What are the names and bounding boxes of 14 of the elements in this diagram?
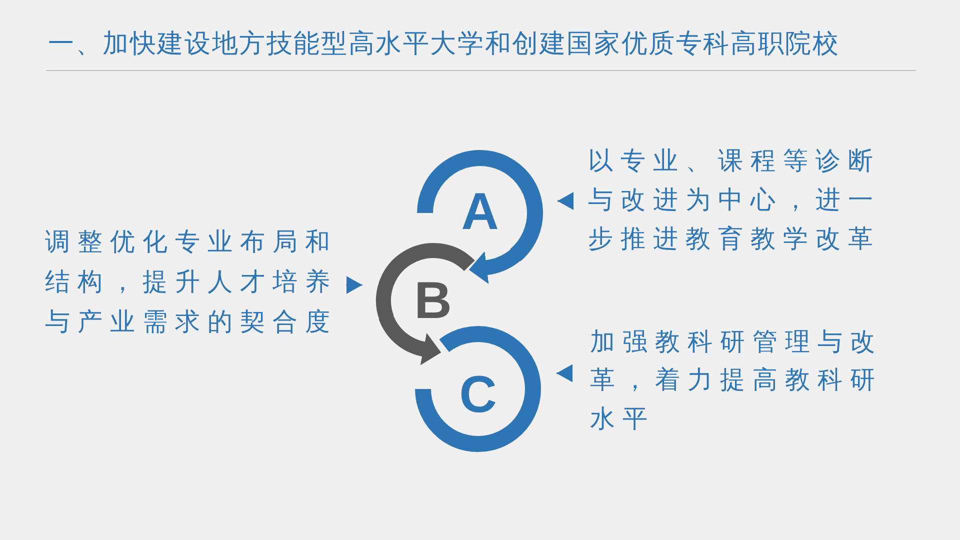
- node-letter: C: [459, 375, 497, 415]
- description-text: 加强教科研管理与改革，着力提高教科研水平: [590, 322, 884, 438]
- cycle-ring: [415, 326, 541, 452]
- description-text: 调整优化专业布局和结构，提升人才培养与产业需求的契合度: [45, 222, 339, 342]
- description-text: 以专业、课程等诊断与改进为中心，进一步推进教育教学改革: [588, 140, 882, 258]
- pointer-arrow: [558, 192, 574, 210]
- pointer-arrow: [556, 364, 572, 382]
- pointer-arrow: [346, 276, 362, 294]
- cycle-ring: [376, 242, 474, 321]
- curved-arrow: [468, 248, 523, 284]
- node-letter: B: [414, 281, 452, 321]
- node-letter: A: [461, 192, 499, 232]
- slide-title: 一、加快建设地方技能型高水平大学和创建国家优质专科高职院校: [48, 28, 840, 61]
- cycle-ring: [417, 150, 543, 262]
